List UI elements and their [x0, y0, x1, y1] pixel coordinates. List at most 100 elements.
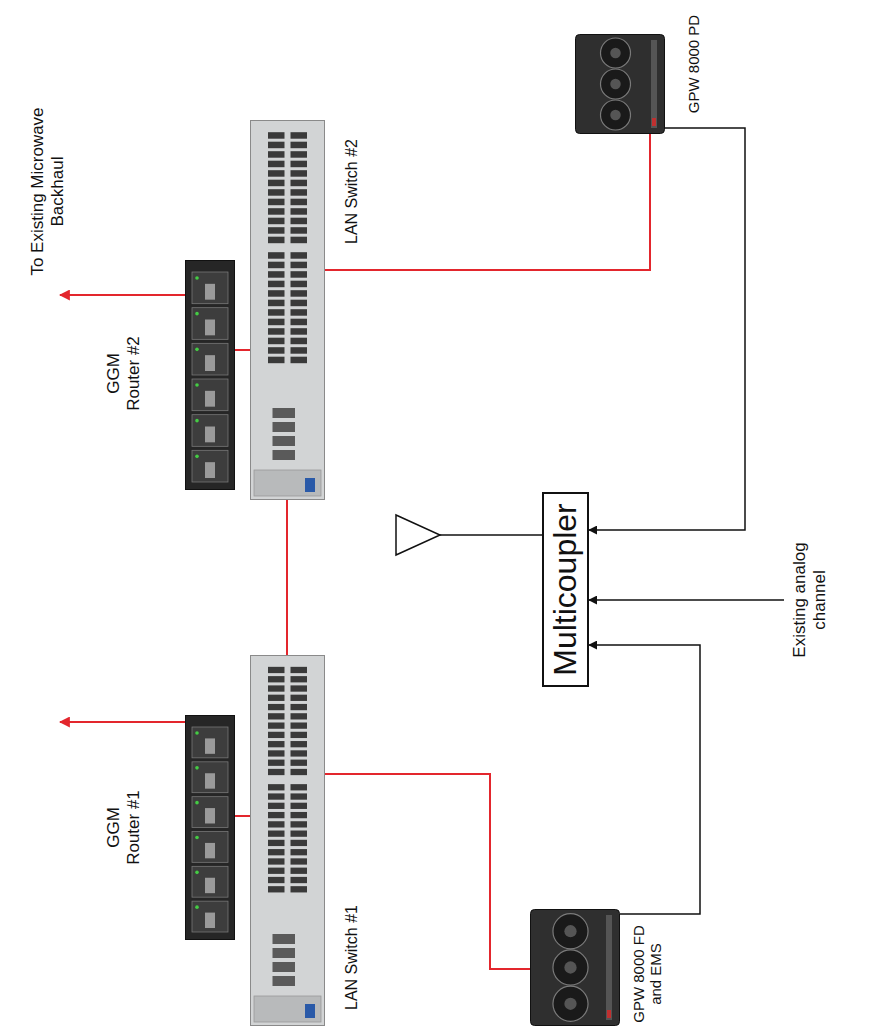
switch-port — [291, 676, 308, 682]
switch-port — [291, 151, 308, 158]
switch-port — [268, 713, 285, 719]
switch-logo — [305, 478, 315, 492]
switch-port — [291, 132, 308, 139]
router-led — [195, 905, 199, 909]
server-strip — [606, 915, 612, 1020]
router-led — [195, 419, 199, 423]
switch-port — [268, 868, 285, 874]
router-led — [195, 801, 199, 805]
switch-port — [268, 227, 285, 234]
switch-port — [268, 208, 285, 215]
rf-feed-line — [589, 645, 700, 914]
fan-hub — [610, 110, 621, 121]
device-label: LAN Switch #2 — [343, 104, 361, 244]
router-led — [195, 731, 199, 735]
switch-port — [291, 886, 308, 892]
server-fan — [553, 950, 588, 985]
router-port — [205, 462, 215, 478]
switch-port — [291, 732, 308, 738]
fan-hub — [610, 48, 621, 59]
switch-port — [268, 676, 285, 682]
switch-port — [291, 750, 308, 756]
switch-illustration — [250, 120, 325, 500]
router-module — [192, 308, 228, 340]
router-module — [192, 415, 228, 447]
device-label: GPW 8000 PD — [685, 10, 702, 118]
server-fan — [601, 69, 631, 99]
switch-port — [268, 252, 285, 259]
switch-port — [268, 803, 285, 809]
switch-port — [291, 858, 308, 864]
switch-port — [291, 290, 308, 297]
router-led — [195, 836, 199, 840]
switch-port — [291, 713, 308, 719]
switch-port — [268, 338, 285, 345]
router-led — [195, 766, 199, 770]
switch-port — [268, 180, 285, 187]
router-led — [195, 383, 199, 387]
router-led — [195, 871, 199, 875]
router-port — [205, 320, 215, 336]
switch-port — [291, 741, 308, 747]
server-illustration — [530, 909, 620, 1026]
device-label: GPW 8000 FD and EMS — [630, 920, 665, 1028]
server-strip — [651, 40, 657, 128]
router-module — [192, 797, 228, 828]
server-device: GPW 8000 PD — [575, 34, 665, 134]
switch-port — [291, 218, 308, 225]
switch-port — [268, 784, 285, 790]
uplink-port — [273, 976, 296, 986]
switch-port — [291, 208, 308, 215]
uplink-port — [273, 934, 296, 944]
switch-port — [268, 831, 285, 837]
switch-port — [291, 300, 308, 307]
switch-port — [268, 290, 285, 297]
switch-panel — [254, 996, 321, 1022]
switch-port — [291, 347, 308, 354]
uplink-port — [273, 948, 296, 958]
switch-port — [268, 161, 285, 168]
analog-channel-line — [589, 599, 784, 601]
switch-port — [291, 357, 308, 364]
device-label: GGM Router #2 — [104, 331, 143, 416]
switch-port — [291, 769, 308, 775]
switch-port — [291, 784, 308, 790]
router-module — [192, 866, 228, 897]
switch-port — [268, 328, 285, 335]
switch-port — [291, 271, 308, 278]
uplink-port — [273, 408, 296, 418]
switch-port — [291, 161, 308, 168]
switch-port — [291, 812, 308, 818]
router-port — [205, 738, 215, 753]
server-fan — [553, 914, 588, 949]
switch-port — [291, 237, 308, 244]
uplink-port — [273, 436, 296, 446]
router-port — [205, 427, 215, 443]
server-fan — [553, 986, 588, 1021]
switch-port — [291, 180, 308, 187]
device-label: LAN Switch #1 — [343, 870, 361, 1010]
network-cable — [286, 500, 288, 655]
multicoupler-box: Multicoupler — [542, 492, 589, 687]
router-led — [195, 312, 199, 316]
switch-port — [268, 170, 285, 177]
switch-port — [291, 319, 308, 326]
router-module — [192, 727, 228, 758]
switch-port — [291, 793, 308, 799]
annotation-label: To Existing Microwave Backhaul — [28, 94, 67, 289]
switch-port — [291, 840, 308, 846]
rf-feed-line — [589, 128, 745, 530]
router-led — [195, 348, 199, 352]
router-module — [192, 450, 228, 482]
switch-port — [268, 732, 285, 738]
switch-port — [268, 695, 285, 701]
router-port — [205, 808, 215, 823]
switch-port — [291, 328, 308, 335]
network-cable — [325, 134, 650, 270]
switch-port — [291, 281, 308, 288]
router-module — [192, 832, 228, 863]
switch-port — [268, 840, 285, 846]
router-module — [192, 343, 228, 375]
switch-port — [291, 821, 308, 827]
switch-port — [291, 695, 308, 701]
